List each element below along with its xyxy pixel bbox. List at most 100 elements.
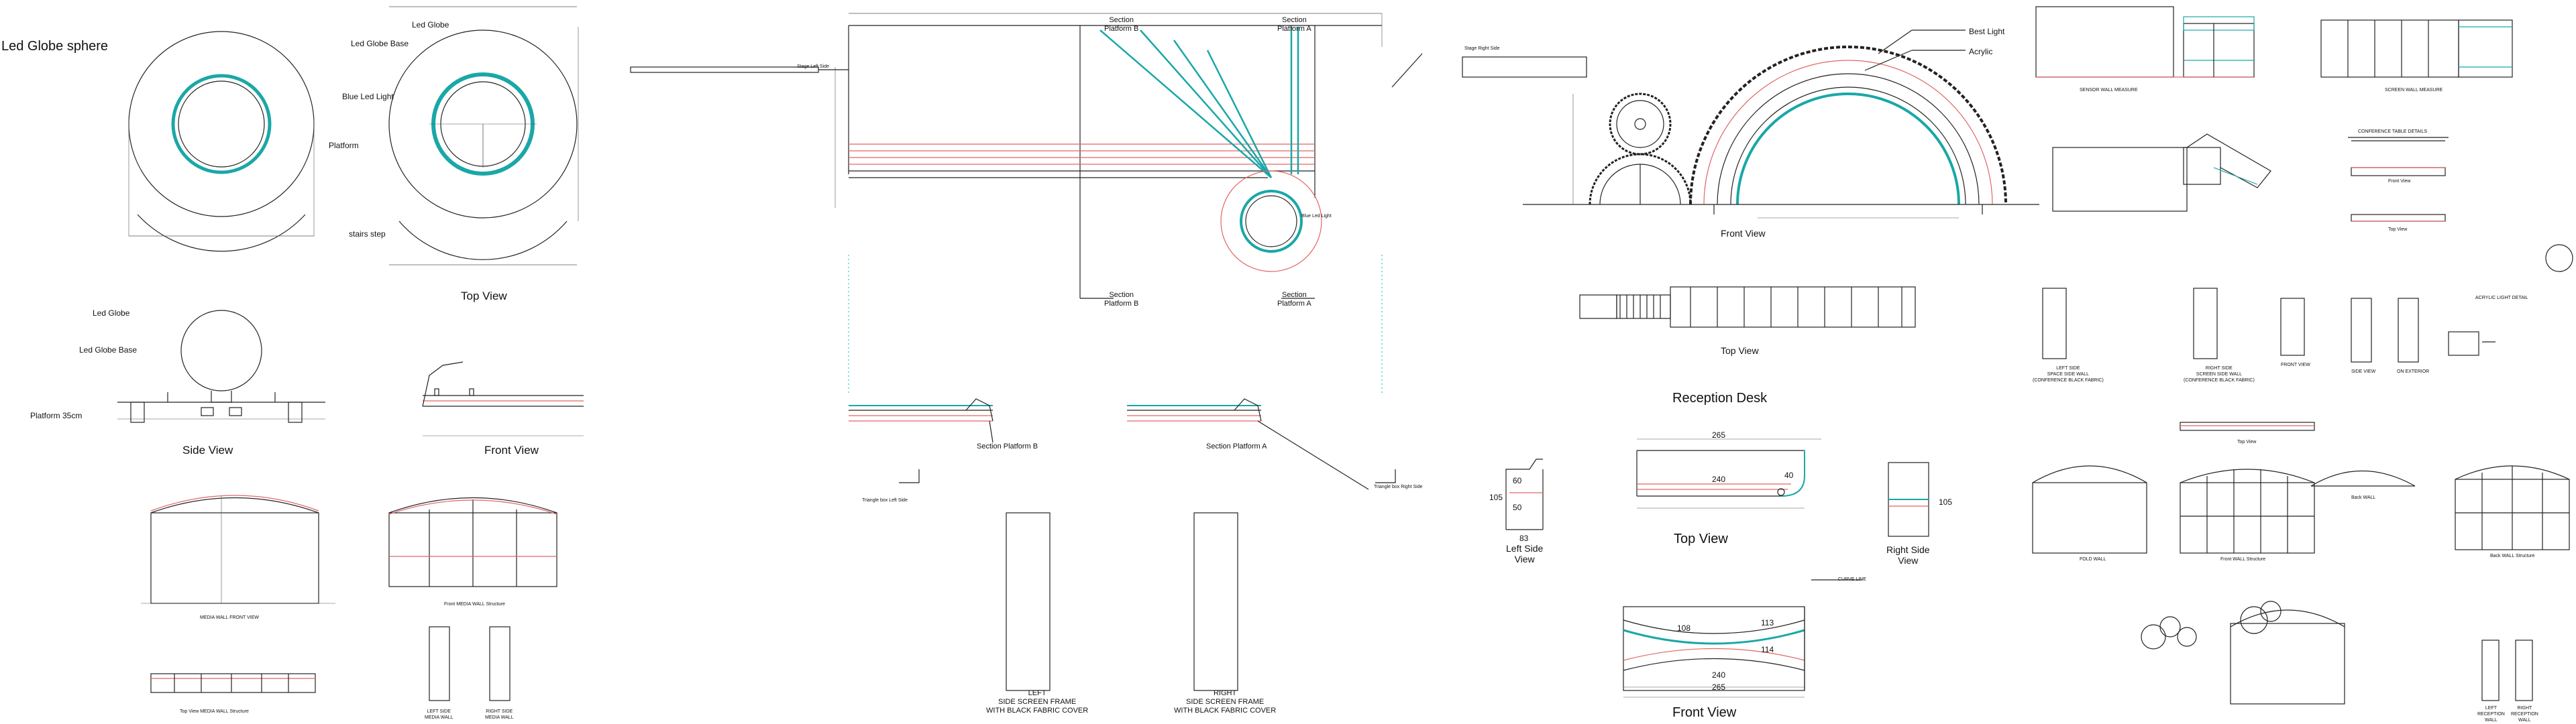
gear-small xyxy=(1572,93,1692,205)
conference-unit xyxy=(2052,133,2271,212)
reception-right-side xyxy=(1888,462,1929,537)
caption-front-view-box: FRONT VIEW xyxy=(2281,363,2310,367)
caption-back-wall: Back WALL xyxy=(2351,495,2376,500)
acrylic-detail xyxy=(2448,244,2573,356)
side-view-box xyxy=(2351,298,2372,363)
caption-top-view-strip: Top View xyxy=(2237,440,2257,444)
globe-title: Led Globe sphere xyxy=(1,39,109,54)
caption-conference: CONFERENCE TABLE DETAILS xyxy=(2358,129,2428,134)
label-curve-line: CURVE LINE xyxy=(1838,577,1866,582)
label-acrylic: Acrylic xyxy=(1969,47,1993,56)
caption-reception-front-view: Front View xyxy=(1672,705,1737,720)
label-led-globe: Led Globe xyxy=(412,20,449,29)
media-wall-top xyxy=(150,673,316,693)
reception-wall-gears xyxy=(2141,601,2345,705)
label-platform-35: Platform 35cm xyxy=(30,411,83,420)
caption-right-side-wall: RIGHT SIDE SCREEN SIDE WALL (CONFERENCE … xyxy=(2184,366,2255,383)
left-screen-frame xyxy=(1006,512,1051,691)
caption-conference-top: Top View xyxy=(2388,227,2408,232)
dim-114: 114 xyxy=(1761,645,1774,654)
caption-media-wall-structure: Front MEDIA WALL Structure xyxy=(444,602,505,607)
dim-83: 83 xyxy=(1519,534,1529,543)
left-side-wall xyxy=(2042,288,2067,359)
globe-side-view xyxy=(117,310,325,423)
media-wall-front xyxy=(141,495,335,604)
dim-50: 50 xyxy=(1513,503,1522,512)
conference-table xyxy=(2348,137,2449,222)
dim-240-front: 240 xyxy=(1712,670,1726,680)
caption-exterior: ON EXTERIOR xyxy=(2397,369,2430,374)
globe-top-view-left xyxy=(128,31,315,252)
dim-108: 108 xyxy=(1677,623,1691,633)
label-stairs-step: stairs step xyxy=(349,229,386,239)
fold-wall xyxy=(2032,465,2147,554)
back-wall xyxy=(2310,470,2416,487)
caption-front-view: Front View xyxy=(484,444,539,457)
caption-top-view: Top View xyxy=(461,290,507,302)
caption-left-side-wall: LEFT SIDE SPACE SIDE WALL (CONFERENCE BL… xyxy=(2033,366,2104,383)
caption-media-wall-top: Top View MEDIA WALL Structure xyxy=(180,709,249,714)
label-triangle-right: Triangle box Right Side xyxy=(1374,485,1423,489)
stage-round-platform xyxy=(1220,170,1322,272)
label-section-a-top: Section Platform A xyxy=(1277,16,1311,33)
back-wall-structure xyxy=(2455,465,2570,550)
dim-60: 60 xyxy=(1513,476,1522,485)
label-stage-blue-led: Blue Led Light xyxy=(1301,214,1332,219)
label-stage-right: Stage Right Side xyxy=(1464,46,1500,51)
caption-screen-wall: SCREEN WALL MEASURE xyxy=(2385,88,2443,93)
dim-105-left: 105 xyxy=(1489,493,1503,502)
caption-back-wall-structure: Back WALL Structure xyxy=(2490,554,2535,558)
label-section-b-bottom: Section Platform B xyxy=(1104,291,1139,308)
dim-240-top: 240 xyxy=(1712,475,1726,484)
dim-105-right: 105 xyxy=(1939,497,1953,507)
caption-reception-left-side: Left Side View xyxy=(1506,543,1544,564)
globe-front-view xyxy=(422,361,584,436)
caption-side-view: Side View xyxy=(182,444,233,457)
caption-right-frame: RIGHT SIDE SCREEN FRAME WITH BLACK FABRI… xyxy=(1174,689,1277,715)
media-wall-right-side xyxy=(489,626,511,701)
sensor-wall-measure xyxy=(2035,6,2255,78)
caption-media-wall-front: MEDIA WALL FRONT VIEW xyxy=(200,615,260,620)
media-wall-left-side xyxy=(429,626,450,701)
caption-reception-right-side: Right Side View xyxy=(1886,544,1930,566)
globe-top-view-right xyxy=(388,6,579,265)
label-led-globe-base: Led Globe Base xyxy=(351,39,409,48)
stage-right-extension xyxy=(1462,56,1587,78)
label-section-a-bottom: Section Platform A xyxy=(1277,291,1311,308)
caption-acrylic-light: ACRYLIC LIGHT DETAIL xyxy=(2475,296,2528,300)
caption-left-reception-wall: LEFT RECEPTION WALL xyxy=(2477,706,2505,723)
dim-265-front: 265 xyxy=(1712,682,1726,692)
front-view-box xyxy=(2280,298,2305,356)
dim-113: 113 xyxy=(1761,618,1774,627)
label-stage-left: Stage Left Side xyxy=(797,64,829,69)
caption-left-frame: LEFT SIDE SCREEN FRAME WITH BLACK FABRIC… xyxy=(986,689,1089,715)
right-reception-wall xyxy=(2515,640,2533,701)
label-triangle-left: Triangle box Left Side xyxy=(862,498,908,503)
media-wall-structure xyxy=(388,497,557,587)
label-side-led-globe-base: Led Globe Base xyxy=(79,345,138,355)
stage-side-sections xyxy=(848,255,1396,490)
reception-desk-title: Reception Desk xyxy=(1672,391,1768,406)
dim-265-top: 265 xyxy=(1712,430,1726,440)
stage-left-extension xyxy=(630,66,819,73)
label-led-light: Best Light xyxy=(1969,27,2005,36)
right-side-wall xyxy=(2193,288,2218,359)
label-section-a-side: Section Platform A xyxy=(1206,442,1267,450)
stage-top-plan xyxy=(835,13,1383,299)
exterior-box xyxy=(2398,298,2419,363)
caption-media-wall-left: LEFT SIDE MEDIA WALL xyxy=(425,709,453,720)
caption-sensor-wall: SENSOR WALL MEASURE xyxy=(2080,88,2138,93)
caption-fold-wall: FOLD WALL xyxy=(2080,557,2106,562)
reception-left-side xyxy=(1505,459,1544,530)
caption-side-view-box: SIDE VIEW xyxy=(2351,369,2376,374)
label-section-b-top: Section Platform B xyxy=(1104,16,1139,33)
caption-reception-top-view: Top View xyxy=(1674,532,1728,546)
left-reception-wall xyxy=(2481,640,2500,701)
label-blue-led-light: Blue Led Light xyxy=(342,92,394,101)
caption-media-wall-right: RIGHT SIDE MEDIA WALL xyxy=(485,709,514,720)
reception-top-view xyxy=(1636,438,1821,509)
caption-right-reception-wall: RIGHT RECEPTION WALL xyxy=(2511,706,2538,723)
top-view-strip xyxy=(2180,422,2315,431)
screen-wall-measure xyxy=(2320,19,2513,78)
